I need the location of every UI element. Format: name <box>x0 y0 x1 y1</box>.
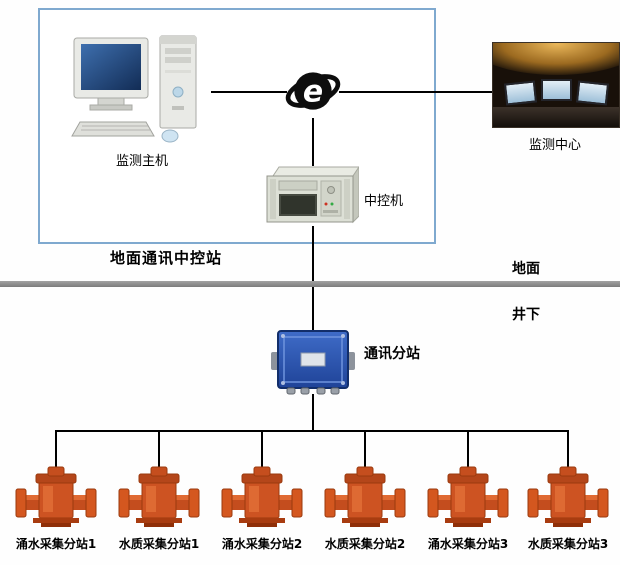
pipe-sensor-icon <box>527 466 609 532</box>
collector-device-2: 水质采集分站1 <box>106 466 212 552</box>
collector-device-6: 水质采集分站3 <box>515 466 620 552</box>
underground-label: 井下 <box>512 307 540 323</box>
pipe-sensor-icon <box>118 466 200 532</box>
internet-e-logo-icon: e <box>285 63 341 119</box>
collector-device-3: 涌水采集分站2 <box>209 466 315 552</box>
pipe-sensor-icon <box>427 466 509 532</box>
monitoring-host-icon <box>68 30 213 148</box>
monitoring-center-photo <box>492 42 620 128</box>
collector-label-2: 水质采集分站1 <box>118 537 200 551</box>
bus-drop-1 <box>55 430 57 468</box>
comm-substation-label: 通讯分站 <box>364 346 420 362</box>
link-internet-center <box>339 91 492 93</box>
collector-device-1: 涌水采集分站1 <box>3 466 109 552</box>
bus-drop-2 <box>158 430 160 468</box>
wall-screen-2 <box>541 79 572 101</box>
console-desk <box>493 107 619 127</box>
collector-label-1: 涌水采集分站1 <box>15 537 97 551</box>
bus-drop-5 <box>467 430 469 468</box>
link-internet-controller <box>312 118 314 166</box>
collector-label-5: 涌水采集分站3 <box>427 537 509 551</box>
collector-label-3: 涌水采集分站2 <box>221 537 303 551</box>
monitoring-center-label: 监测中心 <box>528 138 581 153</box>
surface-label: 地面 <box>512 261 540 277</box>
central-controller-icon <box>263 164 360 228</box>
pipe-sensor-icon <box>324 466 406 532</box>
bus-drop-3 <box>261 430 263 468</box>
collector-device-5: 涌水采集分站3 <box>415 466 521 552</box>
bus-drop-4 <box>364 430 366 468</box>
ground-separator <box>0 281 620 287</box>
wall-screen-3 <box>575 80 610 106</box>
pipe-sensor-icon <box>15 466 97 532</box>
ground-station-label: 地面通讯中控站 <box>110 249 223 267</box>
wall-screen-1 <box>503 80 538 106</box>
collector-device-4: 水质采集分站2 <box>312 466 418 552</box>
ceiling-lights <box>493 43 619 75</box>
central-controller-label: 中控机 <box>364 194 404 209</box>
link-host-internet <box>211 91 287 93</box>
comm-substation-icon <box>271 328 355 396</box>
link-controller-substation <box>312 226 314 330</box>
svg-text:e: e <box>303 74 323 109</box>
collector-label-6: 水质采集分站3 <box>527 537 609 551</box>
monitoring-host-label: 监测主机 <box>115 154 168 169</box>
link-substation-bus <box>312 394 314 432</box>
pipe-sensor-icon <box>221 466 303 532</box>
collector-label-4: 水质采集分站2 <box>324 537 406 551</box>
bus-drop-6 <box>567 430 569 468</box>
bus-line <box>55 430 569 432</box>
